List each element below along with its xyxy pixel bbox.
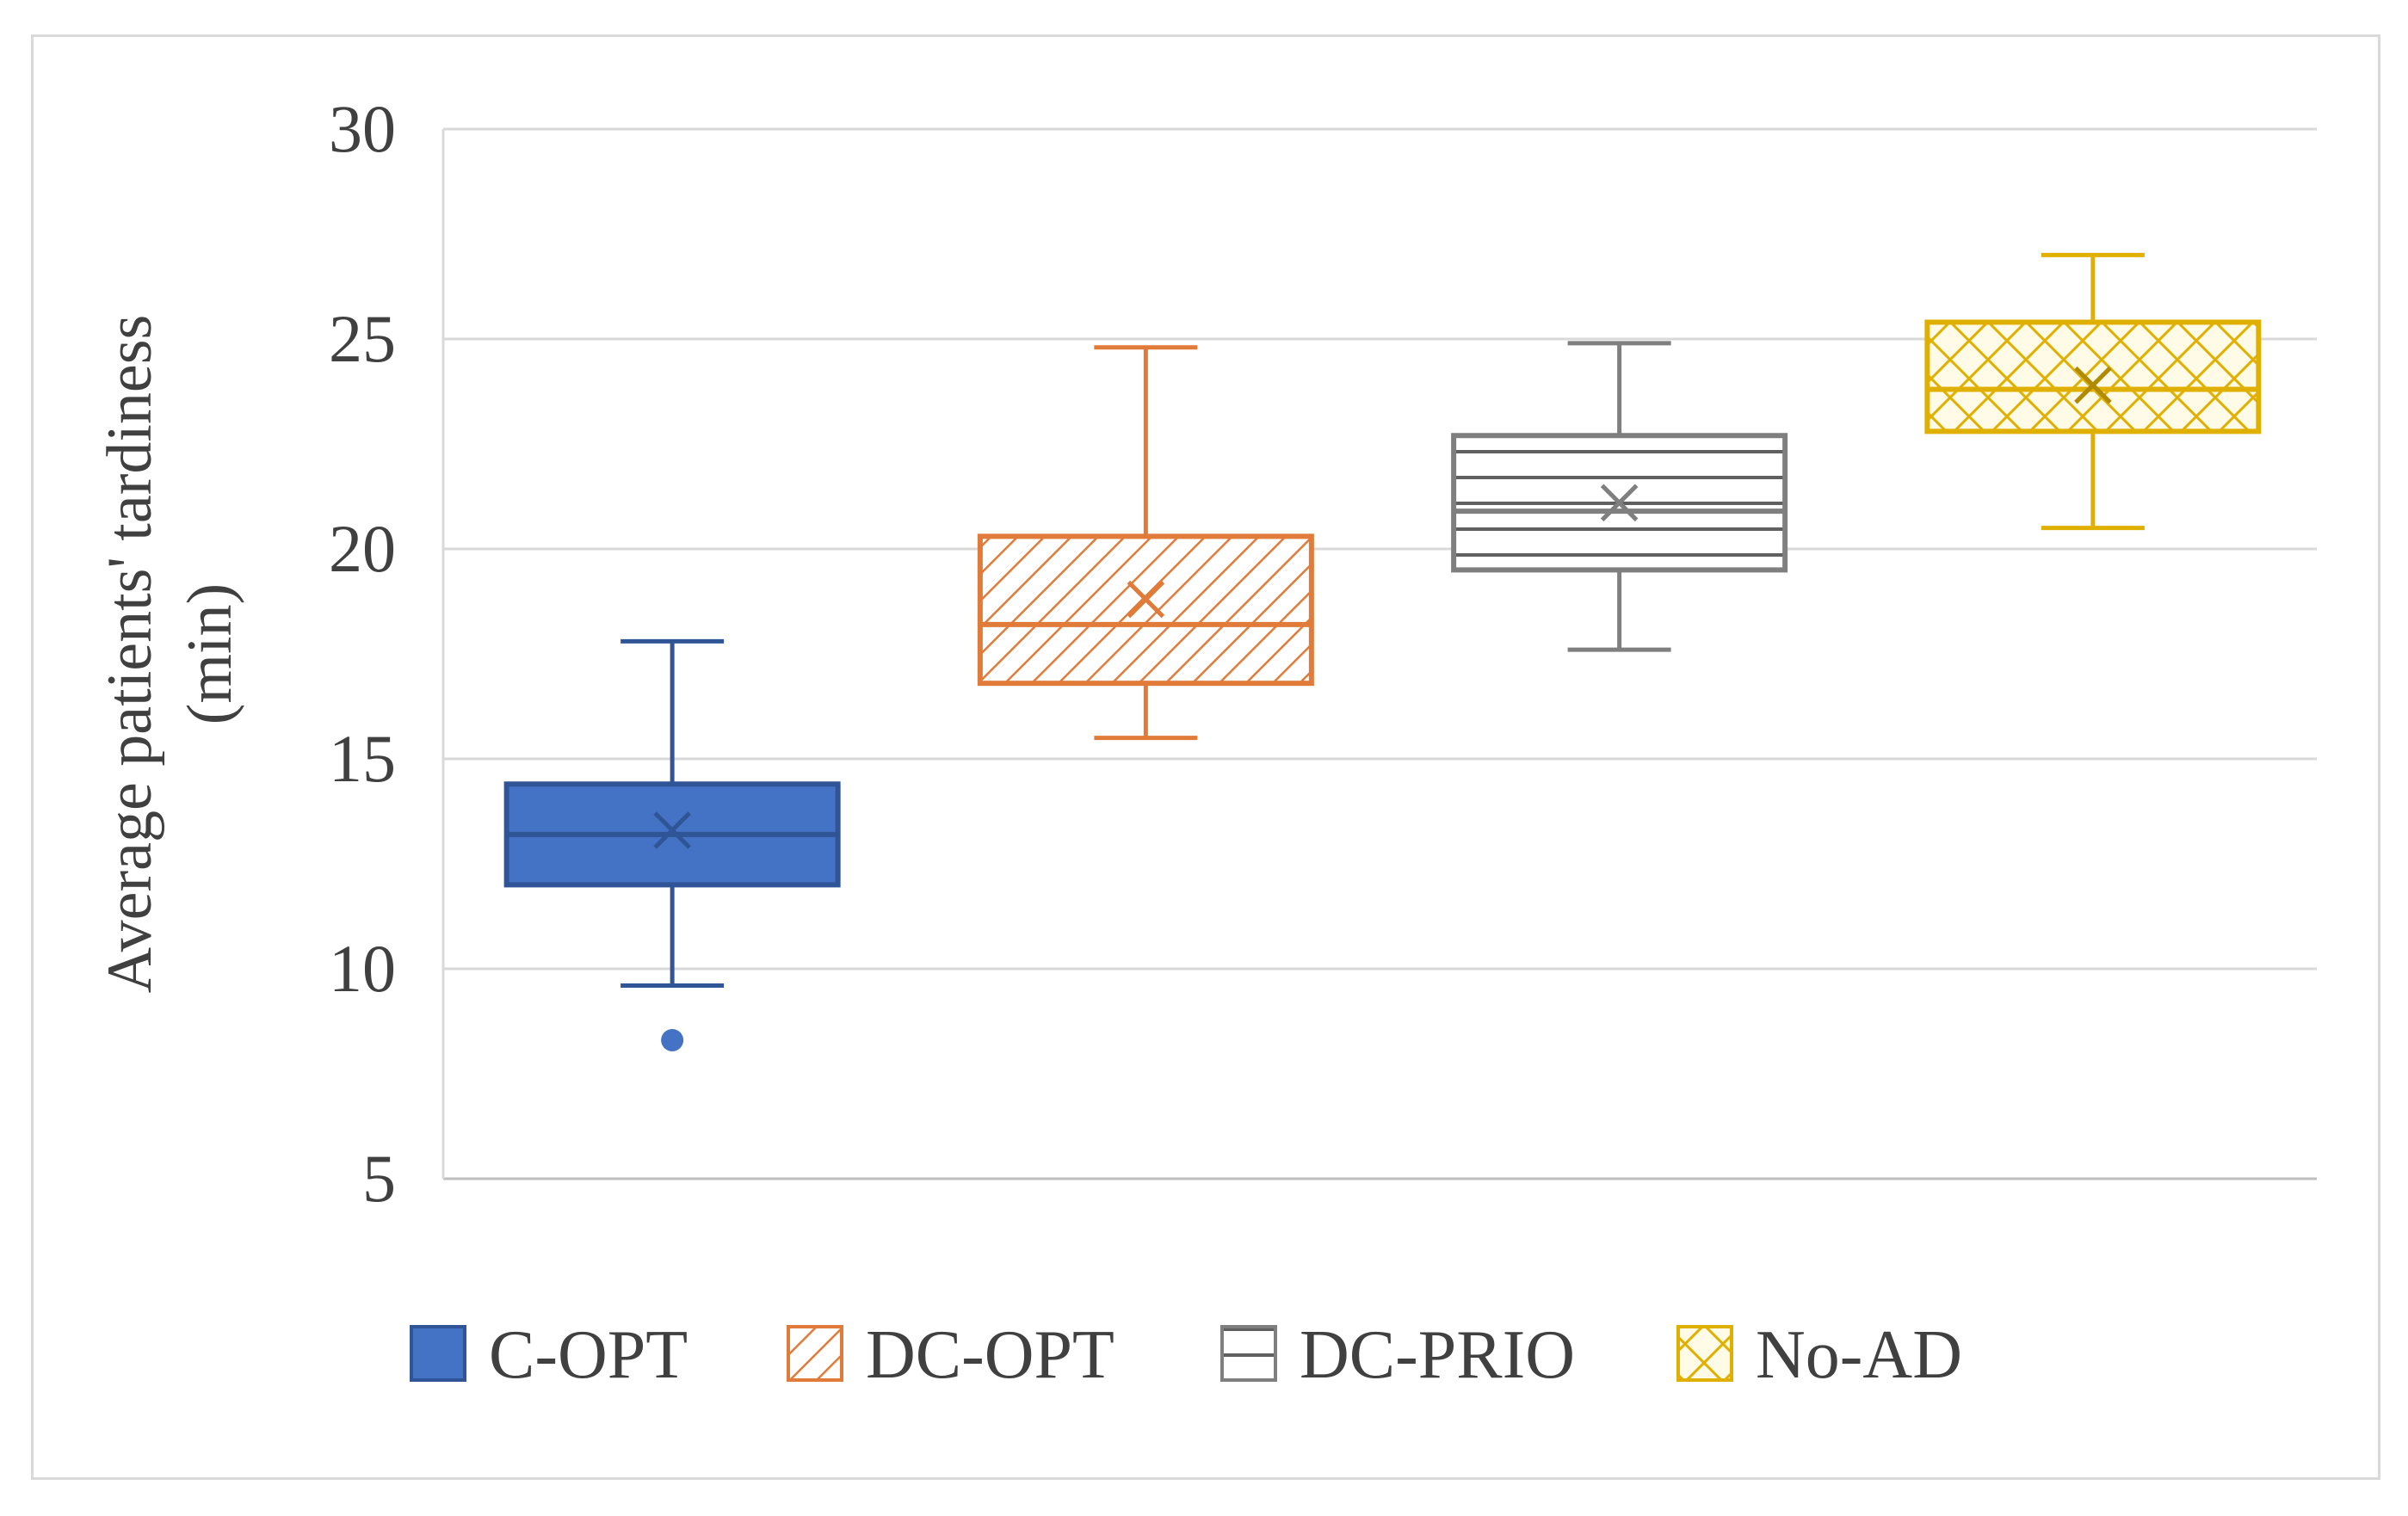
legend-item-dc-opt: DC-OPT <box>787 1317 1114 1393</box>
box-series <box>503 252 2262 1051</box>
legend-item-c-opt: C-OPT <box>410 1317 688 1393</box>
legend-item-no-ad: No-AD <box>1676 1317 1962 1393</box>
y-axis-title-line-2: (min) <box>175 583 245 724</box>
mean-marker <box>2074 366 2112 404</box>
gridlines <box>441 127 2317 1180</box>
mean-marker <box>653 811 691 849</box>
legend-label: C-OPT <box>489 1317 688 1393</box>
y-tick-label: 20 <box>329 511 396 586</box>
legend: C-OPT DC-OPT DC-PRIO No-AD <box>410 1317 1962 1393</box>
y-tick-label: 15 <box>329 721 396 796</box>
y-axis-tick-labels: 5 10 15 20 25 30 <box>329 91 396 1216</box>
legend-swatch <box>787 1325 843 1382</box>
mean-marker <box>1600 484 1639 522</box>
box-dc-prio <box>1451 341 1788 652</box>
y-tick-label: 25 <box>329 301 396 376</box>
legend-label: DC-OPT <box>866 1317 1114 1393</box>
box-c-opt <box>503 638 841 1051</box>
legend-swatch <box>1220 1325 1277 1382</box>
legend-swatch <box>1676 1325 1733 1382</box>
y-tick-label: 30 <box>329 91 396 166</box>
mean-marker <box>1127 580 1165 619</box>
chart-frame <box>31 34 2380 1480</box>
box-iqr <box>1924 319 2262 434</box>
legend-item-dc-prio: DC-PRIO <box>1220 1317 1575 1393</box>
legend-swatch <box>410 1325 466 1382</box>
y-tick-label: 10 <box>329 931 396 1006</box>
y-axis-title-line-1: Average patients' tardiness <box>95 315 165 994</box>
legend-label: DC-PRIO <box>1300 1317 1575 1393</box>
legend-label: No-AD <box>1756 1317 1962 1393</box>
box-no-ad <box>1924 252 2262 531</box>
outlier-point <box>661 1028 684 1051</box>
y-axis-title: Average patients' tardiness(min) <box>95 315 245 994</box>
box-iqr <box>977 533 1314 687</box>
y-tick-label: 5 <box>362 1141 396 1216</box>
box-dc-opt <box>977 345 1314 741</box>
